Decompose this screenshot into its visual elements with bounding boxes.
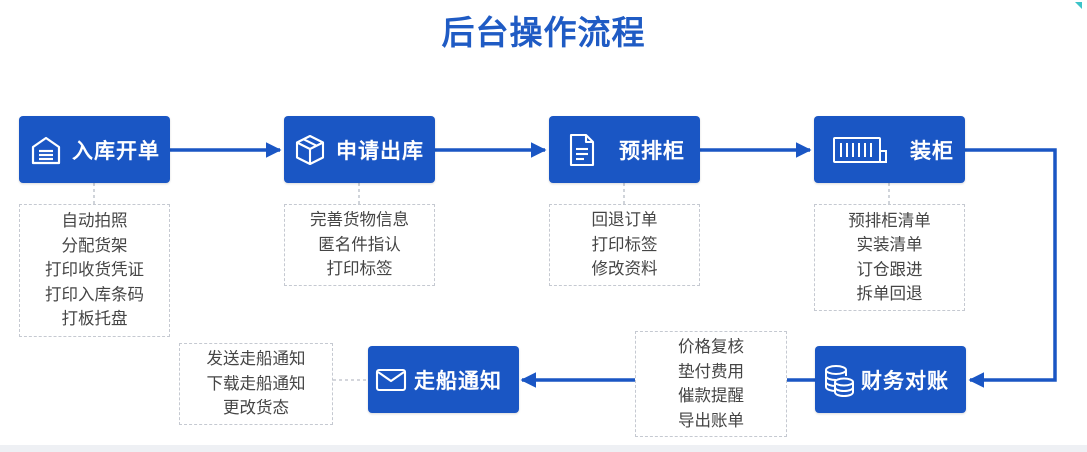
step-stock-in[interactable]: 入库开单 bbox=[19, 116, 170, 183]
note-item: 回退订单 bbox=[591, 210, 658, 230]
notes-loading: 预排柜清单 实装清单 订仓跟进 拆单回退 bbox=[814, 204, 965, 311]
page-title: 后台操作流程 bbox=[441, 13, 646, 52]
note-item: 催款提醒 bbox=[678, 386, 744, 405]
note-item: 下载走船通知 bbox=[206, 373, 306, 393]
step-shipping-notice[interactable]: 走船通知 bbox=[368, 346, 519, 413]
container-icon bbox=[832, 135, 888, 165]
note-item: 打印标签 bbox=[326, 259, 393, 279]
step-request-outbound[interactable]: 申请出库 bbox=[284, 116, 435, 183]
note-item: 分配货架 bbox=[61, 235, 128, 255]
notes-finance-reconcile: 价格复核 垫付费用 催款提醒 导出账单 bbox=[635, 331, 787, 437]
step-label: 入库开单 bbox=[72, 138, 160, 163]
notes-pre-arrange: 回退订单 打印标签 修改资料 bbox=[549, 204, 700, 286]
note-item: 实装清单 bbox=[856, 235, 923, 254]
step-loading[interactable]: 装柜 bbox=[814, 116, 965, 183]
note-item: 预排柜清单 bbox=[848, 210, 931, 230]
note-item: 打印收货凭证 bbox=[45, 260, 144, 280]
step-label: 装柜 bbox=[910, 138, 954, 163]
note-item: 订仓跟进 bbox=[856, 259, 923, 279]
note-item: 导出账单 bbox=[678, 410, 744, 430]
note-item: 打印入库条码 bbox=[45, 284, 144, 304]
note-item: 完善货物信息 bbox=[310, 210, 409, 230]
step-label: 申请出库 bbox=[336, 138, 424, 163]
coins-icon bbox=[823, 363, 855, 397]
note-item: 更改货态 bbox=[223, 398, 289, 418]
notes-request-outbound: 完善货物信息 匿名件指认 打印标签 bbox=[284, 204, 435, 286]
step-finance-reconcile[interactable]: 财务对账 bbox=[815, 346, 966, 413]
step-label: 走船通知 bbox=[414, 368, 502, 393]
document-icon bbox=[567, 133, 597, 167]
step-label: 预排柜 bbox=[619, 138, 685, 163]
note-item: 修改资料 bbox=[591, 259, 658, 279]
notes-shipping-notice: 发送走船通知 下载走船通知 更改货态 bbox=[179, 343, 333, 425]
package-icon bbox=[293, 133, 327, 167]
note-item: 发送走船通知 bbox=[206, 349, 306, 369]
note-item: 打印标签 bbox=[591, 234, 658, 254]
note-item: 自动拍照 bbox=[61, 211, 128, 231]
corner-mark bbox=[1075, 2, 1082, 9]
note-item: 价格复核 bbox=[678, 337, 744, 356]
note-item: 拆单回退 bbox=[856, 284, 923, 303]
note-item: 垫付费用 bbox=[678, 361, 744, 381]
notes-stock-in: 自动拍照 分配货架 打印收货凭证 打印入库条码 打板托盘 bbox=[19, 204, 170, 337]
bottom-strip bbox=[0, 445, 1087, 452]
step-label: 财务对账 bbox=[861, 368, 949, 393]
envelope-icon bbox=[375, 368, 407, 392]
note-item: 打板托盘 bbox=[61, 309, 128, 329]
warehouse-icon bbox=[30, 135, 62, 165]
step-pre-arrange[interactable]: 预排柜 bbox=[549, 116, 700, 183]
note-item: 匿名件指认 bbox=[318, 234, 401, 254]
arrow-step4-to-step5 bbox=[965, 148, 1057, 388]
